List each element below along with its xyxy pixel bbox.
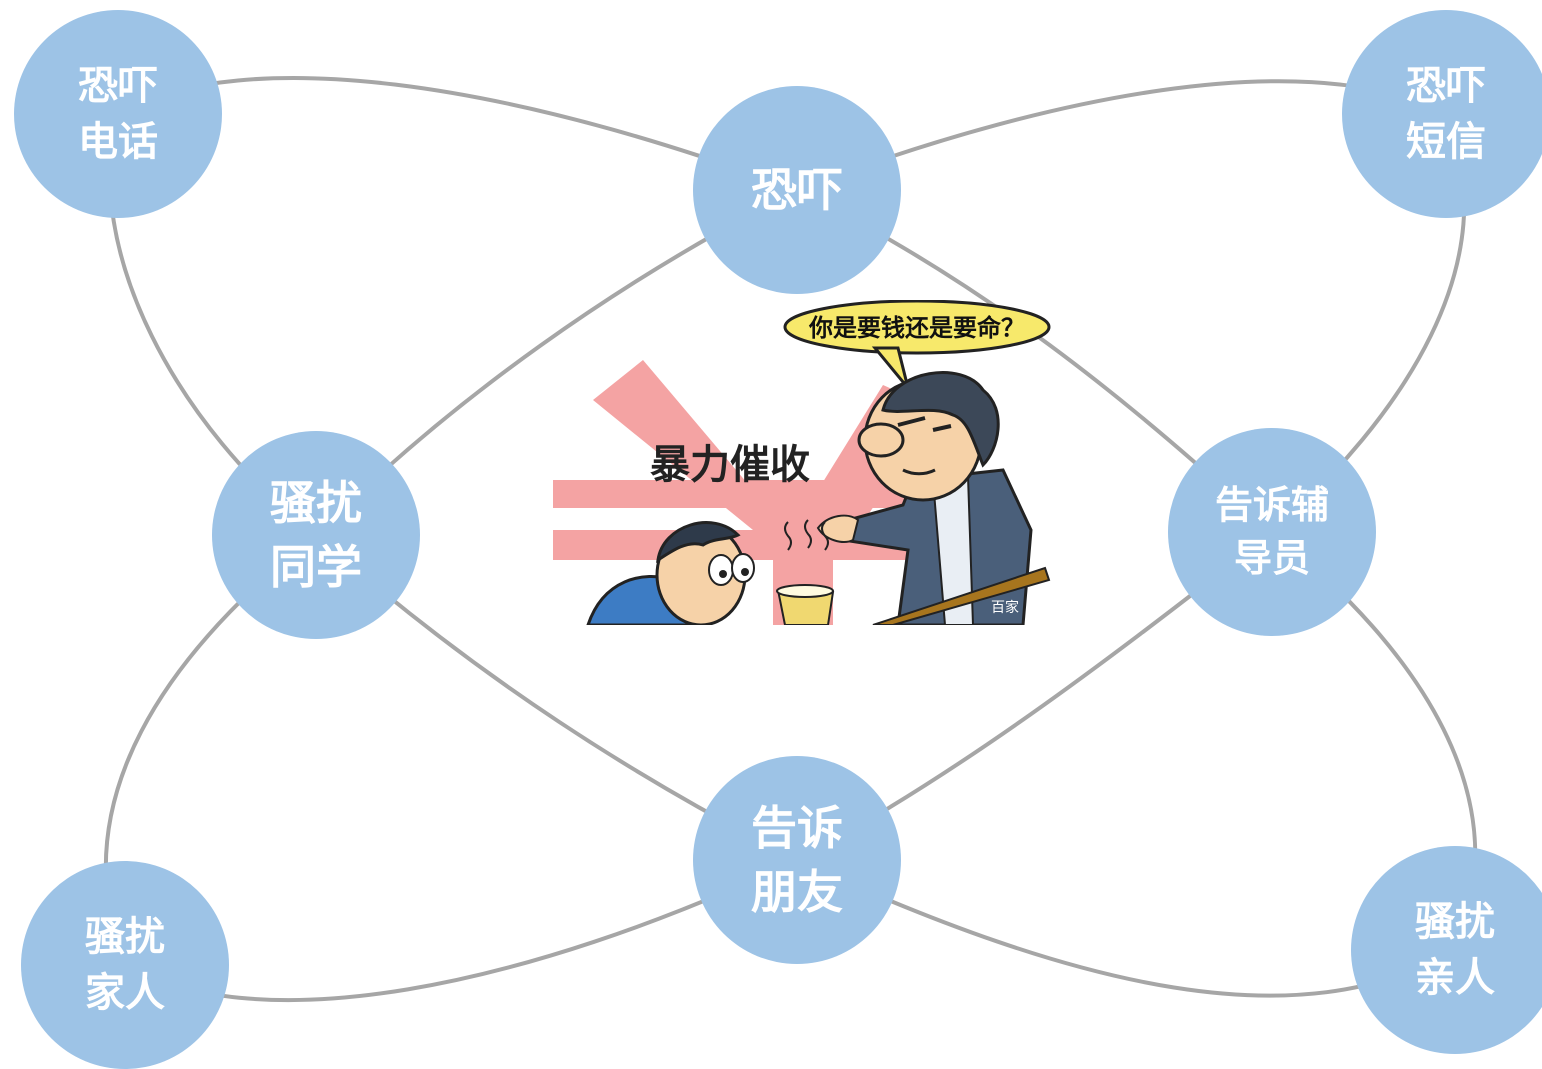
node-threat-call: 恐吓 电话 (14, 10, 222, 218)
node-tell-counselor: 告诉辅 导员 (1168, 428, 1376, 636)
illustration-title: 暴力催收 (650, 442, 810, 488)
node-threat-sms-label: 恐吓 短信 (1406, 63, 1486, 165)
node-harass-relatives: 骚扰 亲人 (1351, 846, 1542, 1054)
node-harass-classmates-label: 骚扰 同学 (270, 475, 362, 594)
node-harass-family-label: 骚扰 家人 (85, 914, 165, 1016)
collector-figure (816, 371, 1051, 625)
node-threat: 恐吓 (693, 86, 901, 294)
speech-bubble (783, 300, 1051, 389)
node-threat-sms: 恐吓 短信 (1342, 10, 1542, 218)
node-tell-friends: 告诉 朋友 (693, 756, 901, 964)
speech-text: 你是要钱还是要命？ (808, 314, 1025, 342)
node-harass-classmates: 骚扰 同学 (212, 431, 420, 639)
node-harass-relatives-label: 骚扰 亲人 (1415, 899, 1495, 1001)
watermark-text: 百家 (991, 599, 1019, 616)
yen-sign-icon (553, 360, 938, 625)
victim-figure (586, 519, 835, 625)
node-threat-call-label: 恐吓 电话 (78, 63, 158, 165)
node-tell-counselor-label: 告诉辅 导员 (1214, 482, 1329, 580)
node-threat-label: 恐吓 (751, 162, 843, 217)
node-harass-family: 骚扰 家人 (21, 861, 229, 1069)
debt-collection-illustration: 暴力催收 你是要钱还是要命？ 百家 (553, 300, 1053, 625)
node-tell-friends-label: 告诉 朋友 (751, 800, 843, 919)
